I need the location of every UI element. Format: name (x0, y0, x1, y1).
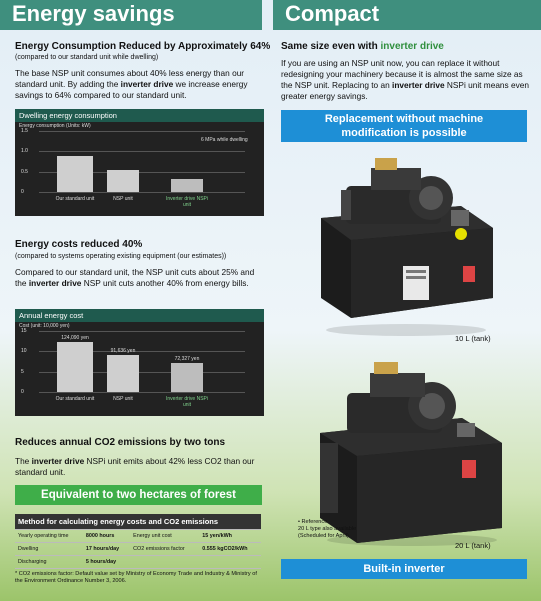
x-tick-label: Our standard unit (55, 396, 95, 402)
annual-cost-chart: Annual energy cost Cost (unit: 10,000 ye… (15, 309, 264, 416)
table-row: Yearly operating time 8000 hours Energy … (15, 529, 261, 543)
gridline (39, 331, 245, 332)
label-20l: 20 L (tank) (455, 541, 491, 550)
table-cell: Energy unit cost (130, 529, 200, 543)
data-label: 72,327 yen (174, 355, 200, 362)
chart2-ylabel: Cost (unit: 10,000 yen) (19, 323, 70, 329)
table-row: Dwelling 17 hours/day CO2 emissions fact… (15, 542, 261, 556)
table-cell: Discharging (15, 555, 83, 569)
table-cell (130, 555, 200, 569)
s3-paragraph: The inverter drive NSPi unit emits about… (15, 456, 255, 477)
gridline (39, 371, 245, 373)
calc-table-title: Method for calculating energy costs and … (15, 514, 261, 530)
gridline (39, 351, 245, 353)
table-cell: 5 hours/day (82, 555, 131, 569)
table-cell: 8000 hours (82, 529, 131, 543)
y-tick-label: 1.5 (21, 128, 28, 134)
table-cell: Dwelling (15, 542, 83, 556)
data-label: 91,636 yen (110, 347, 136, 354)
gridline (39, 192, 245, 193)
bar (107, 170, 139, 192)
s2-subtitle: (compared to systems operating existing … (15, 253, 227, 260)
bar (171, 362, 203, 392)
bar (57, 156, 93, 192)
table-cell: 15 yen/kWh (199, 529, 261, 543)
table-cell: 0.555 kgCO2/kWh (199, 542, 261, 556)
forest-banner: Equivalent to two hectares of forest (15, 485, 262, 505)
energy-savings-header: Energy savings (0, 0, 262, 30)
table-row: Discharging 5 hours/day (15, 555, 261, 569)
footnote: * CO2 emissions factor: Default value se… (15, 571, 257, 584)
built-in-inverter-banner: Built-in inverter (281, 559, 527, 579)
gridline (39, 392, 245, 393)
calc-table: Method for calculating energy costs and … (15, 514, 261, 569)
y-tick-label: 5 (21, 368, 24, 375)
s1-title: Energy Consumption Reduced by Approximat… (15, 41, 271, 52)
compact-title: Same size even with inverter drive (281, 41, 444, 52)
data-label: 124,090 yen (61, 334, 89, 341)
chart1-ylabel: Energy consumption (Units: kW) (19, 123, 91, 129)
chart1-title: Dwelling energy consumption (15, 109, 264, 122)
table-cell: Yearly operating time (15, 529, 83, 543)
y-tick-label: 0 (21, 389, 24, 395)
table-cell (199, 555, 261, 569)
chart1-annotation: 6 MPa while dwelling (201, 137, 248, 143)
chart2-title: Annual energy cost (15, 309, 264, 322)
gridline (39, 151, 245, 153)
x-tick-label: Our standard unit (55, 196, 95, 202)
gridline (39, 131, 245, 132)
bar (107, 354, 139, 392)
x-tick-label: NSP unit (113, 196, 133, 202)
replacement-banner-line1: Replacement without machine (324, 113, 484, 125)
y-tick-label: 0.5 (21, 168, 28, 175)
replacement-banner-line2: modification is possible (341, 127, 467, 139)
gridline (39, 171, 245, 173)
hydraulic-unit-10l-image (321, 158, 493, 336)
dwelling-chart: Dwelling energy consumption Energy consu… (15, 109, 264, 216)
bar (57, 341, 93, 392)
y-tick-label: 15 (21, 328, 27, 334)
s2-paragraph: Compared to our standard unit, the NSP u… (15, 267, 255, 288)
replacement-banner: Replacement without machine modification… (281, 110, 527, 142)
x-tick-label: NSP unit (113, 396, 133, 402)
table-cell: CO2 emissions factor (130, 542, 200, 556)
reference-note: • Reference 20 L type also available (Sc… (298, 519, 357, 539)
y-tick-label: 0 (21, 189, 24, 195)
y-tick-label: 10 (21, 348, 27, 355)
s3-title: Reduces annual CO2 emissions by two tons (15, 437, 226, 448)
s1-paragraph: The base NSP unit consumes about 40% les… (15, 68, 248, 100)
compact-paragraph: If you are using an NSP unit now, you ca… (281, 58, 529, 101)
hydraulic-unit-20l-image (320, 362, 502, 546)
x-tick-label: Inverter drive NSPi unit (166, 196, 208, 208)
bar (171, 178, 203, 192)
s1-subtitle: (compared to our standard unit while dwe… (15, 54, 159, 61)
s2-title: Energy costs reduced 40% (15, 239, 143, 250)
y-tick-label: 1.0 (21, 148, 28, 155)
x-tick-label: Inverter drive NSPi unit (166, 396, 208, 408)
table-cell: 17 hours/day (82, 542, 131, 556)
label-10l: 10 L (tank) (455, 334, 491, 343)
compact-header: Compact (273, 0, 541, 30)
